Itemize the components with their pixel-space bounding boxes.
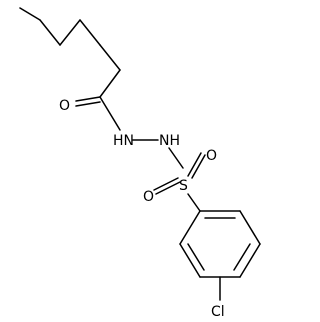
bond-chain-3 [59,19,81,46]
atom-s: S [179,178,188,194]
atom-o-right: O [206,148,217,164]
bond-carbonyl-1 [75,96,101,102]
molecule-canvas: O HN NH S O O Cl [19,7,261,320]
bond-s-o-right-1 [187,152,202,177]
bond-carbonyl-2 [75,101,101,107]
molecule-diagram: O HN NH S O O Cl [19,7,261,320]
bond-n-s [168,147,184,169]
bond-ring-5 [179,243,201,278]
bond-s-o-left-1 [153,177,179,191]
bond-chain-6 [99,69,121,98]
bond-ring-inner-3 [187,243,205,271]
bond-chain-4 [79,19,101,46]
bond-chain-2 [39,19,61,46]
atom-hn: HN [113,133,134,149]
bond-s-ring [187,193,201,212]
bond-ring-3 [239,243,261,278]
bond-ring-2 [239,210,261,245]
atom-o-left: O [143,189,154,205]
bond-c-n [99,96,121,131]
bond-ring-inner-2 [233,243,251,271]
atom-o-carbonyl: O [59,98,70,114]
bond-s-o-right-2 [191,154,206,179]
bond-chain-1 [19,7,41,21]
atom-cl: Cl [211,304,225,320]
bond-chain-5 [99,44,121,71]
bond-s-o-left-2 [155,181,181,195]
bond-ring-6 [179,210,201,245]
atom-nh: NH [159,133,180,149]
